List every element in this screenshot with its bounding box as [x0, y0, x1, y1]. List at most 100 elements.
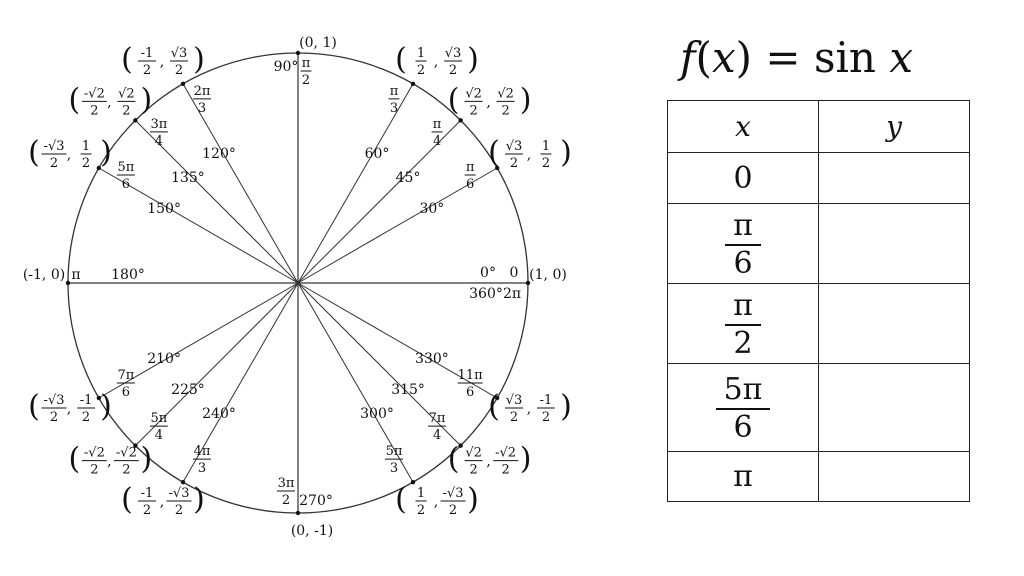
coord-pair-150-y-den: 2	[82, 156, 90, 171]
degree-label-135: 135°	[171, 170, 205, 186]
angle-ray-330	[297, 282, 498, 399]
coord-pair-30-x-num: √3	[506, 139, 523, 154]
coord-pair-225-comma: ,	[107, 454, 111, 470]
radian-label-0: 0	[510, 265, 519, 281]
radian-label-225-num: 5π	[151, 411, 168, 426]
coord-pair-210-x-den: 2	[50, 410, 58, 425]
y-cell[interactable]	[818, 203, 970, 284]
coord-pair-135-y-den: 2	[122, 103, 130, 118]
radian-label-90-num: π	[302, 56, 311, 71]
y-cell[interactable]	[818, 363, 970, 452]
coord-pair-300-rparen: )	[467, 482, 479, 517]
radian-label-225-den: 4	[155, 428, 163, 443]
coord-pair-300-x-num: 1	[417, 486, 425, 501]
angle-point-0	[525, 280, 531, 286]
coord-pair-120-x-num: -1	[141, 46, 154, 61]
coord-pair-60-rparen: )	[467, 42, 479, 77]
angle-point-210	[96, 395, 102, 401]
coord-pair-60-x-den: 2	[417, 63, 425, 78]
coord-pair-30-y-den: 2	[542, 156, 550, 171]
fraction-bar	[725, 243, 761, 246]
coord-pair-240-x-den: 2	[143, 503, 151, 518]
point-label-270: (0, -1)	[291, 523, 333, 539]
coord-pair-30-x-den: 2	[510, 156, 518, 171]
table-row: 5π 6	[667, 363, 970, 452]
radian-label-120-num: 2π	[194, 84, 211, 99]
coord-pair-240-y-den: 2	[175, 503, 183, 518]
degree-label-90: 90°	[274, 59, 299, 75]
coord-pair-330-y-num: -1	[540, 393, 553, 408]
coord-pair-330-x-den: 2	[510, 410, 518, 425]
degree-label-360: 360°	[469, 286, 503, 302]
formula-rhs-var: x	[889, 33, 914, 82]
coord-pair-300-x-den: 2	[417, 503, 425, 518]
coord-pair-300-lparen: (	[395, 482, 407, 517]
radian-label-240-den: 3	[198, 461, 206, 476]
coord-pair-225-y-num: -√2	[116, 446, 137, 461]
radian-label-210-num: 7π	[117, 368, 134, 383]
angle-point-135	[133, 118, 138, 123]
coord-pair-30-rparen: )	[560, 135, 572, 170]
coord-pair-120-y-den: 2	[175, 63, 183, 78]
point-label-180: (-1, 0)	[23, 267, 65, 283]
radian-label-30-den: 6	[466, 177, 474, 192]
degree-label-30: 30°	[419, 201, 444, 217]
degree-label-0: 0°	[480, 265, 496, 281]
radian-label-315-num: 7π	[429, 411, 446, 426]
degree-label-225: 225°	[171, 382, 205, 398]
angle-ray-120	[182, 83, 299, 284]
table-row: π 6	[667, 203, 970, 284]
point-label-0: (1, 0)	[529, 267, 567, 283]
coord-pair-315-rparen: )	[520, 442, 532, 477]
coord-pair-135-x-den: 2	[90, 103, 98, 118]
radian-label-330-num: 11π	[458, 368, 484, 383]
radian-label-300-num: 5π	[386, 444, 403, 459]
degree-label-315: 315°	[391, 382, 425, 398]
radian-label-45-den: 4	[433, 134, 441, 149]
coord-pair-225-rparen: )	[141, 442, 153, 477]
coord-pair-210-rparen: )	[100, 389, 112, 424]
angle-point-150	[96, 165, 102, 171]
radian-label-315-den: 4	[433, 428, 441, 443]
y-cell[interactable]	[818, 451, 970, 502]
radian-label-180: π	[71, 267, 80, 283]
coord-pair-45-comma: ,	[486, 94, 490, 110]
y-cell[interactable]	[818, 283, 970, 364]
degree-label-150: 150°	[147, 201, 181, 217]
coord-pair-315-lparen: (	[448, 442, 460, 477]
coord-pair-240-y-num: -√3	[169, 486, 190, 501]
degree-label-300: 300°	[360, 406, 394, 422]
coord-pair-315-x-den: 2	[469, 463, 477, 478]
x-cell: 5π 6	[667, 363, 819, 452]
coord-pair-120-comma: ,	[160, 54, 164, 70]
fraction-numerator: π	[733, 288, 753, 323]
coord-pair-60-lparen: (	[395, 42, 407, 77]
angle-point-240	[180, 479, 186, 485]
coord-pair-135-y-num: √2	[118, 86, 135, 101]
coord-pair-210-comma: ,	[67, 401, 71, 417]
coord-pair-60-comma: ,	[434, 54, 438, 70]
coord-pair-210-lparen: (	[28, 389, 40, 424]
angle-ray-240	[182, 282, 299, 483]
coord-pair-150-comma: ,	[67, 147, 71, 163]
radian-label-135-den: 4	[155, 134, 163, 149]
coord-pair-315-y-num: -√2	[495, 446, 516, 461]
coord-pair-315-x-num: √2	[465, 446, 482, 461]
fraction-bar	[715, 407, 771, 410]
radian-label-300-den: 3	[390, 461, 398, 476]
coord-pair-135-comma: ,	[107, 94, 111, 110]
value-table: x y 0 π 6 π 2	[667, 100, 970, 502]
function-formula: f(x) = sin x	[680, 33, 914, 82]
coord-pair-330-y-den: 2	[542, 410, 550, 425]
angle-point-300	[410, 479, 416, 485]
radian-label-90-den: 2	[302, 73, 310, 88]
angle-point-45	[458, 118, 463, 123]
radian-label-60-den: 3	[390, 101, 398, 116]
angle-ray-315	[297, 282, 461, 446]
angle-ray-225	[135, 282, 299, 446]
angle-ray-45	[297, 120, 461, 284]
coord-pair-240-lparen: (	[121, 482, 133, 517]
coord-pair-240-comma: ,	[160, 494, 164, 510]
coord-pair-45-lparen: (	[448, 82, 460, 117]
y-cell[interactable]	[818, 152, 970, 204]
